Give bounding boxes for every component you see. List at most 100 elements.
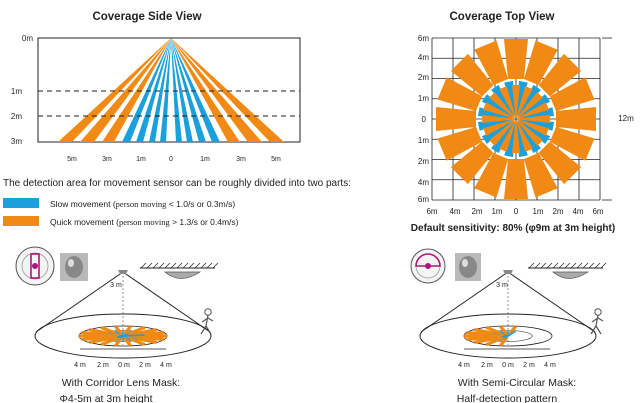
ceiling-hatch — [164, 262, 171, 269]
corridor-caption: With Corridor Lens Mask: — [62, 377, 180, 389]
side-x-label: 3m — [236, 156, 246, 163]
top-y-label: 6m — [418, 195, 429, 204]
side-beam — [171, 38, 182, 142]
ceiling-hatch — [546, 262, 553, 269]
top-x-label: 2m — [552, 207, 563, 216]
ceiling-hatch — [600, 262, 607, 269]
top-quick-beam — [504, 39, 528, 79]
top-quick-beam — [474, 40, 509, 86]
top-x-label: 4m — [572, 207, 583, 216]
top-inner-beam — [512, 121, 520, 153]
top-quick-beam — [523, 40, 558, 86]
top-y-label: 2m — [418, 73, 429, 82]
top-x-label: 1m — [491, 207, 502, 216]
top-quick-beam — [549, 126, 595, 161]
ceiling-hatch — [534, 262, 541, 269]
top-x-label: 6m — [592, 207, 603, 216]
top-quick-beam — [523, 152, 558, 198]
legend-quick-swatch — [3, 216, 39, 226]
footprint-quick-ray — [122, 336, 132, 347]
side-depth-label: 0m — [22, 34, 33, 43]
top-quick-beam — [474, 152, 509, 198]
legend-slow-label: Slow movement (person moving < 1.0/s or … — [50, 199, 235, 209]
ceiling-hatch — [588, 262, 595, 269]
ceiling-hatch — [170, 262, 177, 269]
walking-person-icon — [590, 308, 604, 335]
top-x-label: 1m — [532, 207, 543, 216]
semicircular-cone — [419, 270, 597, 359]
footprint-quick-ray — [507, 325, 517, 336]
top-quick-beam — [549, 77, 595, 112]
footprint-quick-ray — [485, 325, 506, 337]
side-x-label: 0 — [169, 156, 173, 163]
footprint-quick-ray — [114, 325, 124, 336]
top-slow-beam — [518, 120, 551, 144]
top-y-label: 1m — [418, 94, 429, 103]
top-inner-beam — [517, 119, 549, 136]
sensitivity-note: Default sensitivity: 80% (φ9m at 3m heig… — [411, 223, 615, 234]
ceiling-sensor-icon — [528, 262, 607, 279]
ceiling-hatch — [212, 262, 219, 269]
ceiling-hatch — [152, 262, 159, 269]
top-view-beams — [436, 39, 596, 199]
ceiling-hatch — [594, 262, 601, 269]
semicircular-scale-label: 2 m — [523, 362, 535, 369]
side-beam — [171, 38, 206, 142]
side-x-label: 1m — [136, 156, 146, 163]
ceiling-hatch — [146, 262, 153, 269]
footprint-quick-ray — [114, 336, 124, 347]
footprint-slow-ray — [507, 330, 516, 337]
detection-note: The detection area for movement sensor c… — [3, 178, 351, 189]
side-x-label: 1m — [200, 156, 210, 163]
corridor-scale-label: 2 m — [139, 362, 151, 369]
ceiling-hatch — [552, 262, 559, 269]
legend-quick-label: Quick movement (person moving > 1.3/s or… — [50, 217, 239, 227]
ceiling-hatch — [194, 262, 201, 269]
top-y-label: 4m — [418, 178, 429, 187]
top-quick-beam — [450, 53, 494, 97]
top-quick-beam — [436, 107, 476, 131]
side-beam — [122, 38, 171, 142]
top-inner-beam — [516, 120, 533, 152]
top-inner-beam — [483, 102, 515, 119]
ceiling-hatch — [140, 262, 147, 269]
footprint-quick-ray — [499, 336, 509, 347]
semicircular-lens-icon — [410, 248, 446, 284]
side-x-label: 5m — [67, 156, 77, 163]
ceiling-hatch — [206, 262, 213, 269]
semicircular-caption: With Semi-Circular Mask: — [458, 377, 576, 389]
top-x-label: 6m — [426, 207, 437, 216]
top-y-label: 0 — [422, 115, 427, 124]
ceiling-hatch — [582, 262, 589, 269]
corridor-height-label: 3 m — [110, 282, 122, 289]
top-slow-beam — [517, 121, 541, 154]
top-inner-beam — [517, 120, 543, 146]
top-inner-beam — [499, 86, 516, 118]
top-x-label: 4m — [449, 207, 460, 216]
corridor-cone — [34, 270, 212, 359]
side-beam — [160, 38, 171, 142]
legend-slow-swatch — [3, 198, 39, 208]
footprint-quick-ray — [125, 335, 146, 347]
top-slow-beam — [491, 84, 515, 117]
top-inner-beam — [517, 92, 543, 118]
ceiling-hatch — [570, 262, 577, 269]
top-quick-beam — [556, 107, 596, 131]
corridor-beams — [78, 325, 168, 347]
ceiling-sensor-icon — [140, 262, 219, 279]
top-inner-beam — [512, 85, 520, 117]
top-quick-beam — [538, 53, 582, 97]
ceiling-hatch — [200, 262, 207, 269]
side-beam — [171, 38, 220, 142]
top-inner-beam — [483, 119, 515, 136]
top-inner-beam — [517, 102, 549, 119]
top-y-label: 1m — [418, 136, 429, 145]
ceiling-hatch — [528, 262, 535, 269]
semicircular-scale-label: 2 m — [481, 362, 493, 369]
semicircular-height-label: 3 m — [496, 282, 508, 289]
top-y-label: 6m — [418, 34, 429, 43]
corridor-scale-label: 4 m — [74, 362, 86, 369]
top-inner-beam — [516, 86, 533, 118]
ceiling-hatch — [540, 262, 547, 269]
top-quick-beam — [437, 77, 483, 112]
